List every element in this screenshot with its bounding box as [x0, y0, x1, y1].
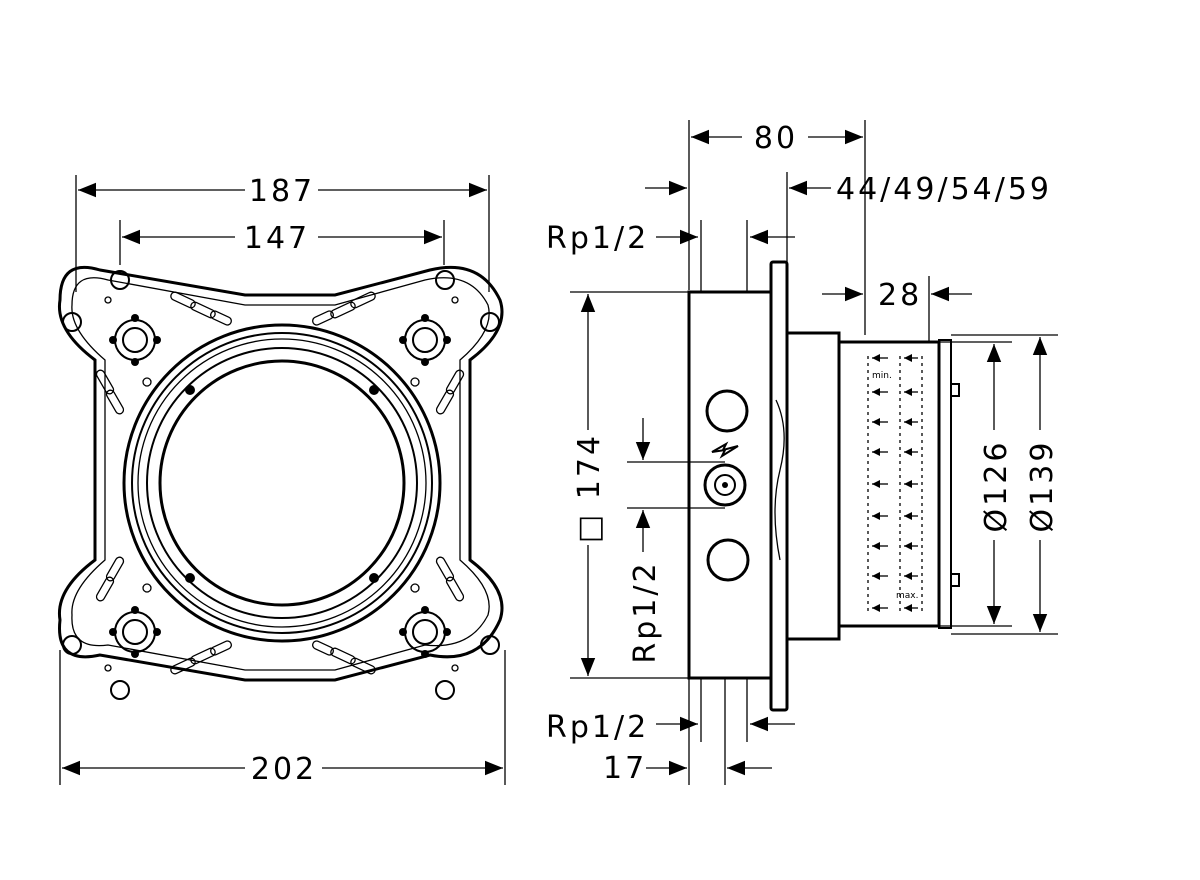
ring-2	[131, 332, 433, 634]
side-sleeve	[837, 340, 941, 628]
flow-icon	[711, 441, 739, 459]
dim-17: 17	[603, 751, 647, 786]
dim-147: 147	[244, 221, 310, 256]
front-plate-inner-outline	[71, 277, 490, 671]
dim-80: 80	[754, 121, 798, 156]
dim-rp-bottom: Rp1/2	[546, 710, 649, 745]
dim-44-49-54-59: 44/49/54/59	[836, 172, 1052, 207]
ring-dot	[369, 385, 379, 395]
front-plate-outline	[57, 265, 504, 682]
front-view: 187 147 202	[57, 174, 506, 787]
small-holes	[104, 296, 459, 672]
mounting-bosses	[109, 314, 451, 658]
valve-center	[722, 482, 728, 488]
dim-202: 202	[251, 752, 317, 787]
dim-28: 28	[878, 278, 922, 313]
side-clip-bottom	[950, 573, 960, 587]
side-flange	[769, 260, 789, 712]
side-box	[687, 290, 773, 680]
valve-body	[703, 463, 747, 507]
port-bottom	[706, 538, 750, 582]
ring-3	[137, 338, 427, 628]
corner-holes	[62, 270, 500, 700]
ring-dot	[185, 385, 195, 395]
ring-dot	[369, 573, 379, 583]
dim-187: 187	[249, 174, 315, 209]
ring-inner	[158, 359, 406, 607]
side-neck	[785, 331, 841, 641]
dim-174: □ 174	[572, 433, 607, 543]
slots	[95, 291, 465, 675]
dim-rp-vertical: Rp1/2	[628, 560, 663, 663]
port-top	[705, 389, 749, 433]
valve-inner	[714, 474, 736, 496]
ring-outer	[122, 323, 442, 643]
side-sleeve-rim	[938, 339, 952, 629]
sleeve-graduation-arrows	[867, 354, 923, 612]
ring-dot	[185, 573, 195, 583]
side-flange-curve	[774, 399, 785, 561]
ring-4	[146, 347, 418, 619]
dim-dia-126: Ø126	[979, 440, 1014, 533]
dim-dia-139: Ø139	[1025, 440, 1060, 533]
label-min: min.	[872, 371, 892, 381]
side-clip-top	[950, 383, 960, 397]
dim-rp-top: Rp1/2	[546, 221, 649, 256]
label-max: max.	[896, 591, 918, 601]
side-view: min. max. 80 44/49/54/59 Rp1/2 28	[546, 120, 1060, 786]
